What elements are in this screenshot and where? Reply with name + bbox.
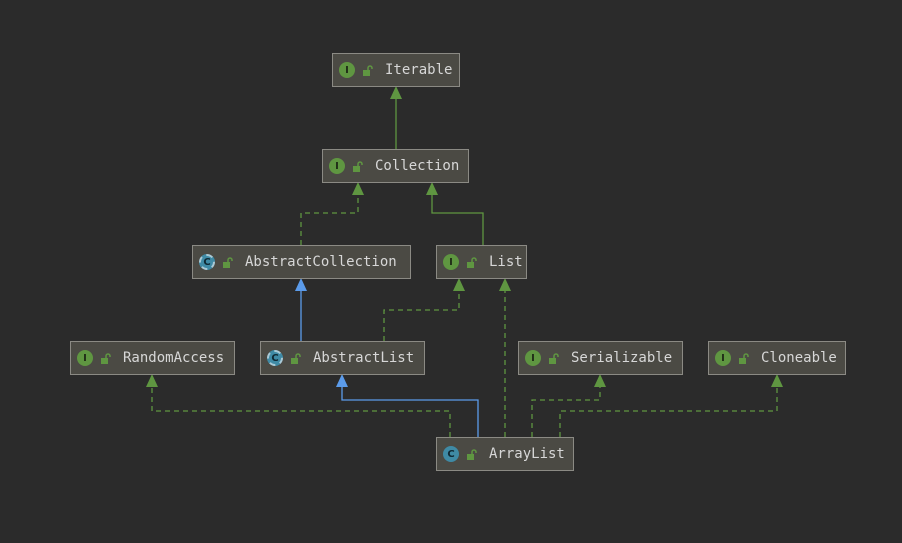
edge-collection-to-iterable (390, 86, 402, 149)
interface-icon: I (525, 350, 541, 366)
node-label: RandomAccess (123, 350, 225, 366)
edge-array-list-to-abstract-list (336, 374, 479, 437)
arrow-head (352, 182, 364, 195)
unlocked-icon (739, 352, 749, 364)
node-abstract-list[interactable]: C AbstractList (260, 341, 425, 375)
arrow-head (499, 278, 511, 291)
interface-icon: I (715, 350, 731, 366)
node-serializable[interactable]: I Serializable (518, 341, 683, 375)
unlocked-icon (291, 352, 301, 364)
node-label: Cloneable (761, 350, 837, 366)
edge-array-list-to-serializable (531, 374, 606, 437)
unlocked-icon (467, 256, 477, 268)
node-list[interactable]: I List (436, 245, 527, 279)
unlocked-icon (353, 160, 363, 172)
arrow-head (594, 374, 606, 387)
edge-array-list-to-cloneable (559, 374, 783, 437)
node-label: Collection (375, 158, 460, 174)
abstract-class-icon: C (267, 350, 283, 366)
node-cloneable[interactable]: I Cloneable (708, 341, 846, 375)
node-label: AbstractList (313, 350, 415, 366)
interface-icon: I (77, 350, 93, 366)
edge-abstract-list-to-abstract-collection (295, 278, 307, 341)
node-abstract-collection[interactable]: C AbstractCollection (192, 245, 411, 279)
edge-array-list-to-list (499, 278, 511, 437)
arrow-head (453, 278, 465, 291)
unlocked-icon (363, 64, 373, 76)
abstract-class-icon: C (199, 254, 215, 270)
unlocked-icon (549, 352, 559, 364)
unlocked-icon (101, 352, 111, 364)
interface-icon: I (443, 254, 459, 270)
class-icon: C (443, 446, 459, 462)
interface-icon: I (329, 158, 345, 174)
unlocked-icon (223, 256, 233, 268)
node-label: AbstractCollection (245, 254, 397, 270)
node-label: Iterable (385, 62, 453, 78)
arrow-head (390, 86, 402, 99)
node-label: Serializable (571, 350, 673, 366)
node-collection[interactable]: I Collection (322, 149, 469, 183)
arrow-head (336, 374, 348, 387)
node-label: ArrayList (489, 446, 565, 462)
node-array-list[interactable]: C ArrayList (436, 437, 574, 471)
unlocked-icon (467, 448, 477, 460)
arrow-head (426, 182, 438, 195)
edge-list-to-collection (426, 182, 484, 245)
edge-array-list-to-random-access (146, 374, 451, 437)
edge-abstract-collection-to-collection (300, 182, 364, 245)
interface-icon: I (339, 62, 355, 78)
arrow-head (295, 278, 307, 291)
edge-abstract-list-to-list (383, 278, 465, 341)
node-label: List (489, 254, 523, 270)
arrow-head (146, 374, 158, 387)
node-iterable[interactable]: I Iterable (332, 53, 460, 87)
node-random-access[interactable]: I RandomAccess (70, 341, 235, 375)
arrow-head (771, 374, 783, 387)
